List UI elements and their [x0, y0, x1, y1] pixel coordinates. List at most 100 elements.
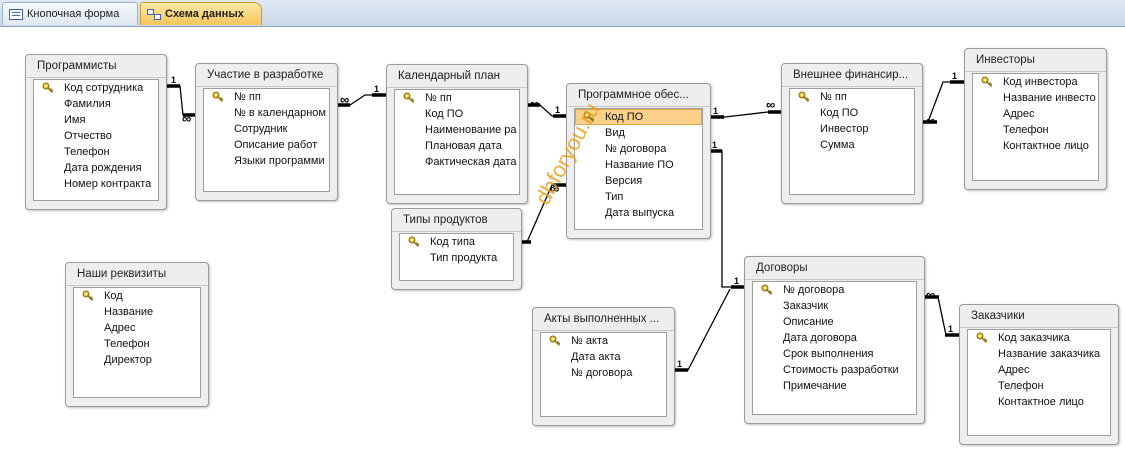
field-item[interactable]: Код ПО: [790, 105, 914, 121]
field-item[interactable]: Название инвесто: [973, 90, 1098, 106]
field-item[interactable]: Тип продукта: [400, 250, 513, 266]
field-item[interactable]: Адрес: [973, 106, 1098, 122]
field-item[interactable]: Фамилия: [34, 96, 158, 112]
field-item[interactable]: Дата выпуска: [575, 205, 702, 221]
table-title[interactable]: Внешнее финансир...: [782, 64, 922, 87]
field-label: Контактное лицо: [998, 396, 1084, 408]
field-item[interactable]: Телефон: [74, 336, 200, 352]
field-item[interactable]: Название заказчика: [968, 346, 1110, 362]
field-item[interactable]: Инвестор: [790, 121, 914, 137]
field-item[interactable]: Название ПО: [575, 157, 702, 173]
primary-key-field[interactable]: № пп: [790, 89, 914, 105]
primary-key-field[interactable]: Код инвестора: [973, 74, 1098, 90]
field-label: № пп: [425, 92, 452, 104]
field-item[interactable]: Контактное лицо: [973, 138, 1098, 154]
table-title[interactable]: Программное обес...: [567, 84, 710, 107]
primary-key-field[interactable]: Код ПО: [575, 109, 702, 125]
field-item[interactable]: Телефон: [34, 144, 158, 160]
field-item[interactable]: Отчество: [34, 128, 158, 144]
field-item[interactable]: Тип: [575, 189, 702, 205]
primary-key-field[interactable]: Код сотрудника: [34, 80, 158, 96]
field-item[interactable]: Наименование ра: [395, 122, 519, 138]
field-item[interactable]: Примечание: [753, 378, 916, 394]
field-item[interactable]: Адрес: [968, 362, 1110, 378]
field-label: Версия: [605, 175, 643, 187]
field-item[interactable]: Заказчик: [753, 298, 916, 314]
table-title[interactable]: Типы продуктов: [392, 209, 521, 232]
field-item[interactable]: Вид: [575, 125, 702, 141]
field-label: Стоимость разработки: [783, 364, 899, 376]
field-item[interactable]: Языки программи: [204, 153, 329, 169]
field-item[interactable]: Адрес: [74, 320, 200, 336]
field-item[interactable]: № договора: [575, 141, 702, 157]
field-item[interactable]: Сотрудник: [204, 121, 329, 137]
cardinality-one: 1: [712, 140, 717, 150]
field-item[interactable]: Телефон: [968, 378, 1110, 394]
field-item[interactable]: Сумма: [790, 137, 914, 153]
field-item[interactable]: Название: [74, 304, 200, 320]
field-item[interactable]: Имя: [34, 112, 158, 128]
field-label: № договора: [605, 143, 667, 155]
table-title[interactable]: Календарный план: [387, 65, 527, 88]
field-item[interactable]: Описание: [753, 314, 916, 330]
tab-switchboard-form[interactable]: Кнопочная форма: [2, 2, 138, 25]
field-item[interactable]: Плановая дата: [395, 138, 519, 154]
field-item[interactable]: Дата рождения: [34, 160, 158, 176]
field-item[interactable]: Дата акта: [541, 349, 666, 365]
field-item[interactable]: Номер контракта: [34, 176, 158, 192]
field-item[interactable]: Телефон: [973, 122, 1098, 138]
table-title[interactable]: Программисты: [26, 55, 166, 78]
table-title[interactable]: Участие в разработке: [196, 64, 337, 87]
cardinality-many: ∞: [340, 92, 349, 107]
tab-relationships[interactable]: Схема данных: [140, 2, 262, 25]
table-title[interactable]: Наши реквизиты: [66, 263, 208, 286]
field-item[interactable]: Код ПО: [395, 106, 519, 122]
primary-key-field[interactable]: Код: [74, 288, 200, 304]
field-label: Код инвестора: [1003, 76, 1078, 88]
field-item[interactable]: № договора: [541, 365, 666, 381]
field-item[interactable]: Срок выполнения: [753, 346, 916, 362]
primary-key-field[interactable]: Код типа: [400, 234, 513, 250]
table-title[interactable]: Акты выполненных ...: [533, 308, 674, 331]
field-label: Код заказчика: [998, 332, 1070, 344]
field-item[interactable]: Описание работ: [204, 137, 329, 153]
primary-key-field[interactable]: Код заказчика: [968, 330, 1110, 346]
primary-key-field[interactable]: № договора: [753, 282, 916, 298]
field-item[interactable]: Фактическая дата: [395, 154, 519, 170]
field-item[interactable]: Директор: [74, 352, 200, 368]
field-item[interactable]: Версия: [575, 173, 702, 189]
primary-key-field[interactable]: № акта: [541, 333, 666, 349]
primary-key-field[interactable]: № пп: [395, 90, 519, 106]
table-title[interactable]: Заказчики: [960, 305, 1118, 328]
field-item[interactable]: № в календарном: [204, 105, 329, 121]
primary-key-field[interactable]: № пп: [204, 89, 329, 105]
relationships-canvas[interactable]: 1 ∞ ∞ 1 ∞ 1 1 ∞ ∞ 1 1 ∞ 1 1 1 ∞ 1 Програ…: [0, 27, 1125, 449]
table-title[interactable]: Договоры: [745, 257, 924, 280]
field-item[interactable]: Стоимость разработки: [753, 362, 916, 378]
field-item[interactable]: Дата договора: [753, 330, 916, 346]
table-title[interactable]: Инвесторы: [965, 49, 1106, 72]
field-item[interactable]: Контактное лицо: [968, 394, 1110, 410]
